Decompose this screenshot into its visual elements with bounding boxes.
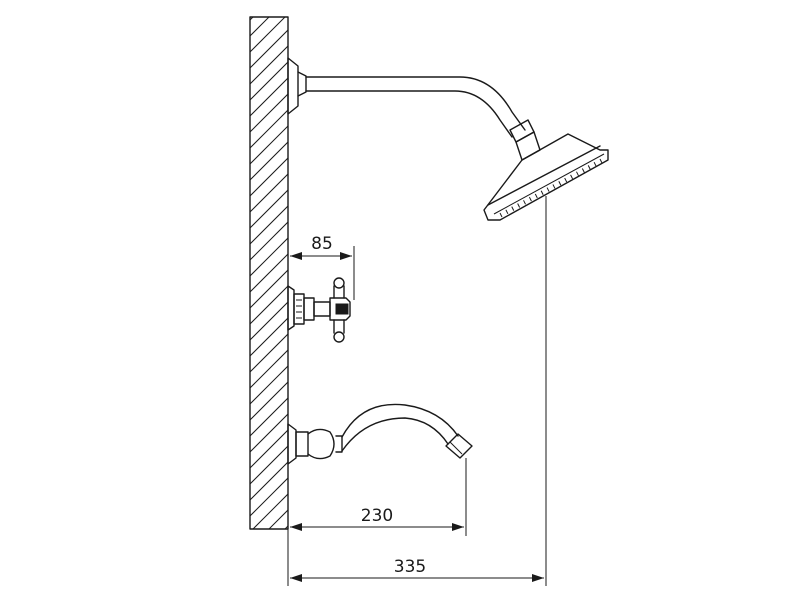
nozzle-mark bbox=[581, 168, 585, 173]
hatch-line bbox=[250, 45, 288, 85]
hatch-line bbox=[250, 17, 270, 37]
hatch-line bbox=[268, 509, 288, 529]
hatch-line bbox=[250, 61, 288, 101]
bath-spout bbox=[287, 403, 473, 465]
hatch-line bbox=[250, 349, 288, 389]
nozzle-mark bbox=[528, 196, 532, 202]
hatch-line bbox=[250, 93, 288, 133]
hatch-line bbox=[250, 17, 286, 53]
hatch-line bbox=[250, 173, 288, 213]
hatch-line bbox=[250, 205, 288, 245]
hatch-line bbox=[250, 109, 288, 149]
nozzle-mark bbox=[587, 165, 591, 170]
dimension-shower-projection: 335 bbox=[290, 196, 547, 586]
hatch-line bbox=[250, 397, 288, 437]
nozzle-mark bbox=[593, 161, 597, 167]
nozzle-mark bbox=[505, 209, 509, 215]
hatch-line bbox=[250, 253, 288, 293]
hatch-line bbox=[250, 556, 290, 596]
hatch-line bbox=[250, 77, 288, 117]
nozzle-mark bbox=[511, 206, 515, 211]
nozzle-mark bbox=[564, 177, 568, 183]
hatch-line bbox=[250, 141, 288, 181]
nozzle-mark bbox=[546, 187, 550, 192]
hatch-line bbox=[250, 317, 288, 357]
hatch-line bbox=[250, 269, 288, 309]
hatch-line bbox=[250, 125, 288, 165]
hatch-line bbox=[252, 493, 288, 529]
nozzle-mark bbox=[540, 190, 544, 195]
wall-section bbox=[249, 16, 290, 596]
nozzle-mark bbox=[576, 171, 579, 176]
hatch-line bbox=[250, 477, 288, 517]
hatch-line bbox=[250, 540, 290, 580]
hatch-line bbox=[250, 301, 288, 341]
dimension-spout-projection: 230 bbox=[287, 458, 467, 586]
hatch-line bbox=[250, 29, 288, 69]
nozzle-mark bbox=[499, 212, 503, 218]
nozzle-mark bbox=[517, 203, 521, 208]
hatch-line bbox=[250, 333, 288, 373]
hatch-line bbox=[250, 445, 288, 485]
hatch-line bbox=[250, 157, 288, 197]
hatch-line bbox=[250, 221, 288, 261]
nozzle-mark bbox=[599, 158, 603, 164]
nozzle-mark bbox=[552, 184, 556, 189]
hatch-line bbox=[250, 189, 288, 229]
wall-hatching bbox=[250, 17, 290, 596]
dimension-handle-depth: 85 bbox=[290, 234, 355, 300]
nozzle-mark bbox=[523, 200, 526, 205]
hatch-line bbox=[250, 285, 288, 325]
shower-head-assembly bbox=[287, 57, 609, 221]
hatch-line bbox=[284, 525, 288, 529]
dimension-label-335: 335 bbox=[394, 557, 426, 577]
hatch-line bbox=[250, 381, 288, 421]
hatch-line bbox=[250, 461, 288, 501]
nozzle-mark bbox=[570, 174, 574, 180]
dimension-label-85: 85 bbox=[311, 234, 333, 254]
dimension-label-230: 230 bbox=[361, 506, 393, 526]
nozzle-mark bbox=[534, 193, 538, 199]
hatch-line bbox=[250, 237, 288, 277]
nozzle-mark bbox=[558, 181, 562, 186]
shower-head-nozzles bbox=[499, 158, 603, 218]
valve-handle-assembly bbox=[287, 277, 351, 343]
hatch-line bbox=[250, 413, 288, 453]
hatch-line bbox=[250, 365, 288, 405]
hatch-line bbox=[250, 429, 288, 469]
